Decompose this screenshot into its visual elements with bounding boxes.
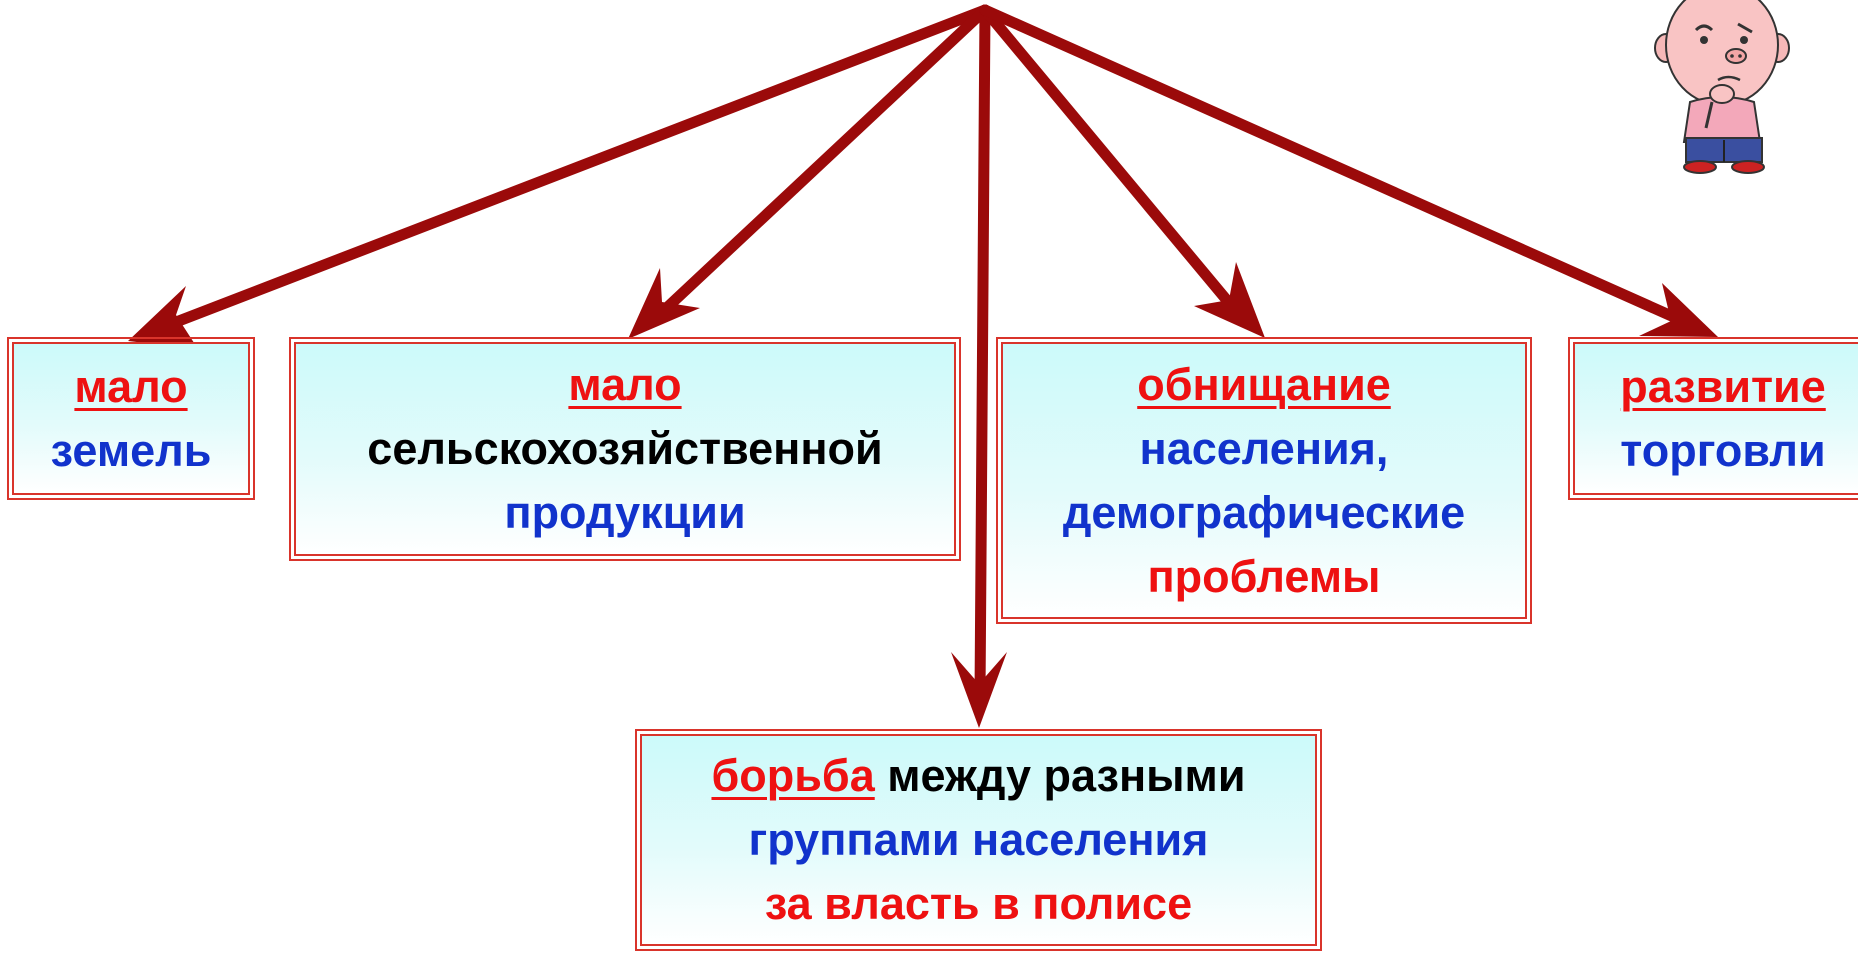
arrow-to-impoverishment xyxy=(979,4,1265,338)
box-impoverishment: обнищание населения, демографические про… xyxy=(996,337,1532,624)
box-first-line: борьба между разными xyxy=(711,744,1245,808)
box-keyword: обнищание xyxy=(1137,358,1391,410)
box-trade-development: развитие торговли xyxy=(1568,337,1858,500)
box-keyword: развитие xyxy=(1620,360,1826,412)
box-text: за власть в полисе xyxy=(764,878,1193,929)
box-keyword: мало xyxy=(74,360,188,412)
box-few-agricultural-produce: мало сельскохозяйственной продукции xyxy=(289,337,961,561)
box-text: земель xyxy=(50,424,212,476)
arrow-to-few-produce xyxy=(628,4,991,339)
box-few-lands: мало земель xyxy=(7,337,255,500)
box-text: населения, xyxy=(1139,422,1389,474)
thinking-boy-icon xyxy=(1654,0,1790,174)
arrow-to-few-lands xyxy=(128,4,991,349)
box-text: проблемы xyxy=(1147,550,1381,602)
box-text: сельскохозяйственной xyxy=(367,423,883,474)
box-text: демографические xyxy=(1062,486,1466,538)
arrow-to-struggle xyxy=(951,4,1007,728)
box-text: между разными xyxy=(874,750,1246,801)
arrow-to-trade xyxy=(979,4,1718,337)
box-keyword: борьба xyxy=(711,750,875,801)
box-text: группами населения xyxy=(748,814,1209,865)
box-text: продукции xyxy=(504,487,746,538)
box-keyword: мало xyxy=(568,359,682,410)
box-text: торговли xyxy=(1620,424,1826,476)
box-struggle-for-power: борьба между разными группами населения … xyxy=(635,729,1322,951)
